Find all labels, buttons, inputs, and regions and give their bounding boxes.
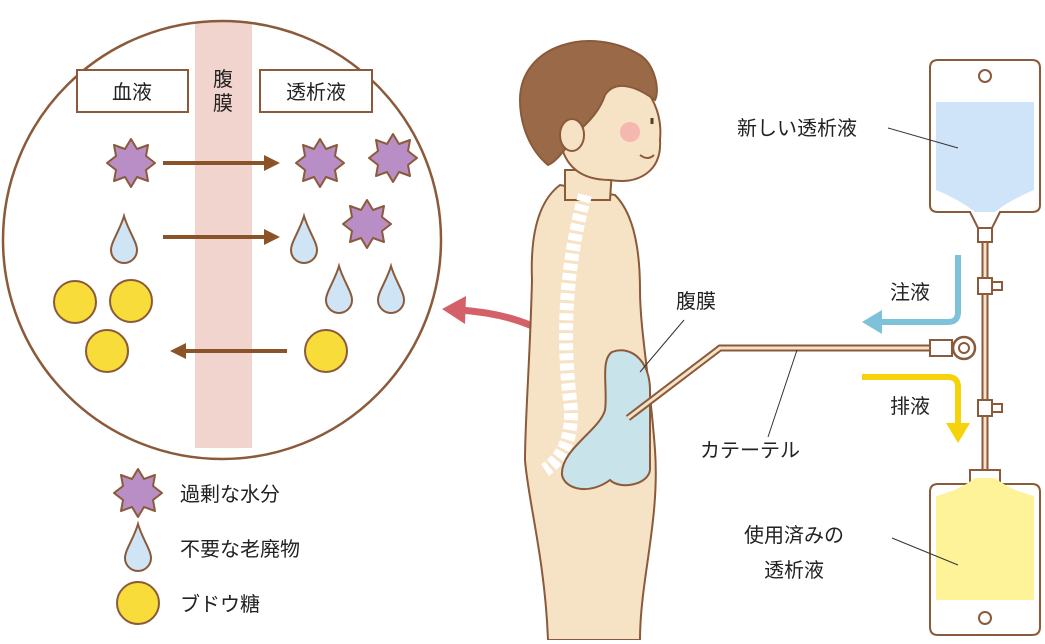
peritoneum xyxy=(560,349,651,491)
legend-label: 過剰な水分 xyxy=(180,482,280,506)
glucose-circle-icon xyxy=(53,280,97,324)
hair xyxy=(518,40,658,167)
outflow-arrow xyxy=(862,374,961,425)
glucose-circle-icon xyxy=(109,279,153,323)
drop-icon xyxy=(124,523,152,572)
dialysate-label-box xyxy=(259,69,373,113)
fresh-bag xyxy=(929,59,1041,229)
inflow-label: 注液 xyxy=(890,280,930,304)
spine xyxy=(540,193,592,476)
used-bag xyxy=(929,469,1041,636)
person xyxy=(518,40,662,641)
membrane-label-2: 膜 xyxy=(213,91,233,115)
blood-label-box xyxy=(76,69,189,113)
used-fluid-label-2: 透析液 xyxy=(764,558,824,582)
magnified-view: 血液 腹 膜 透析液 xyxy=(1,19,443,461)
blood-label: 血液 xyxy=(112,80,152,104)
magnify-arrowhead xyxy=(442,296,466,324)
glucose-circle-icon xyxy=(304,329,348,373)
new-fluid-label: 新しい透析液 xyxy=(737,116,857,140)
used-fluid-label-1: 使用済みの xyxy=(744,523,844,547)
ear xyxy=(559,118,585,152)
dialysate-label: 透析液 xyxy=(286,80,346,104)
leader-line xyxy=(767,349,798,438)
water-star-icon xyxy=(106,138,156,188)
membrane-label-1: 腹 xyxy=(213,67,233,91)
tubing xyxy=(625,227,1003,470)
legend: 過剰な水分 不要な老廃物 ブドウ糖 xyxy=(113,468,300,625)
catheter-label: カテーテル xyxy=(700,438,800,462)
legend-label: 不要な老廃物 xyxy=(180,537,300,561)
leader-line xyxy=(891,537,959,566)
legend-label: ブドウ糖 xyxy=(180,592,260,616)
membrane-band xyxy=(195,21,252,448)
leader-line xyxy=(639,319,685,373)
star-icon xyxy=(113,468,163,518)
glucose-circle-icon xyxy=(85,329,129,373)
circle-icon xyxy=(116,581,160,625)
water-star-icon xyxy=(368,133,418,183)
water-star-icon xyxy=(295,138,345,188)
inflow-arrowhead xyxy=(862,310,882,334)
outflow-label: 排液 xyxy=(890,394,930,418)
leader-line xyxy=(887,127,959,149)
outflow-arrowhead xyxy=(946,423,970,443)
water-star-icon xyxy=(342,199,392,249)
peritoneum-label: 腹膜 xyxy=(676,289,716,313)
inflow-arrow xyxy=(880,255,961,325)
